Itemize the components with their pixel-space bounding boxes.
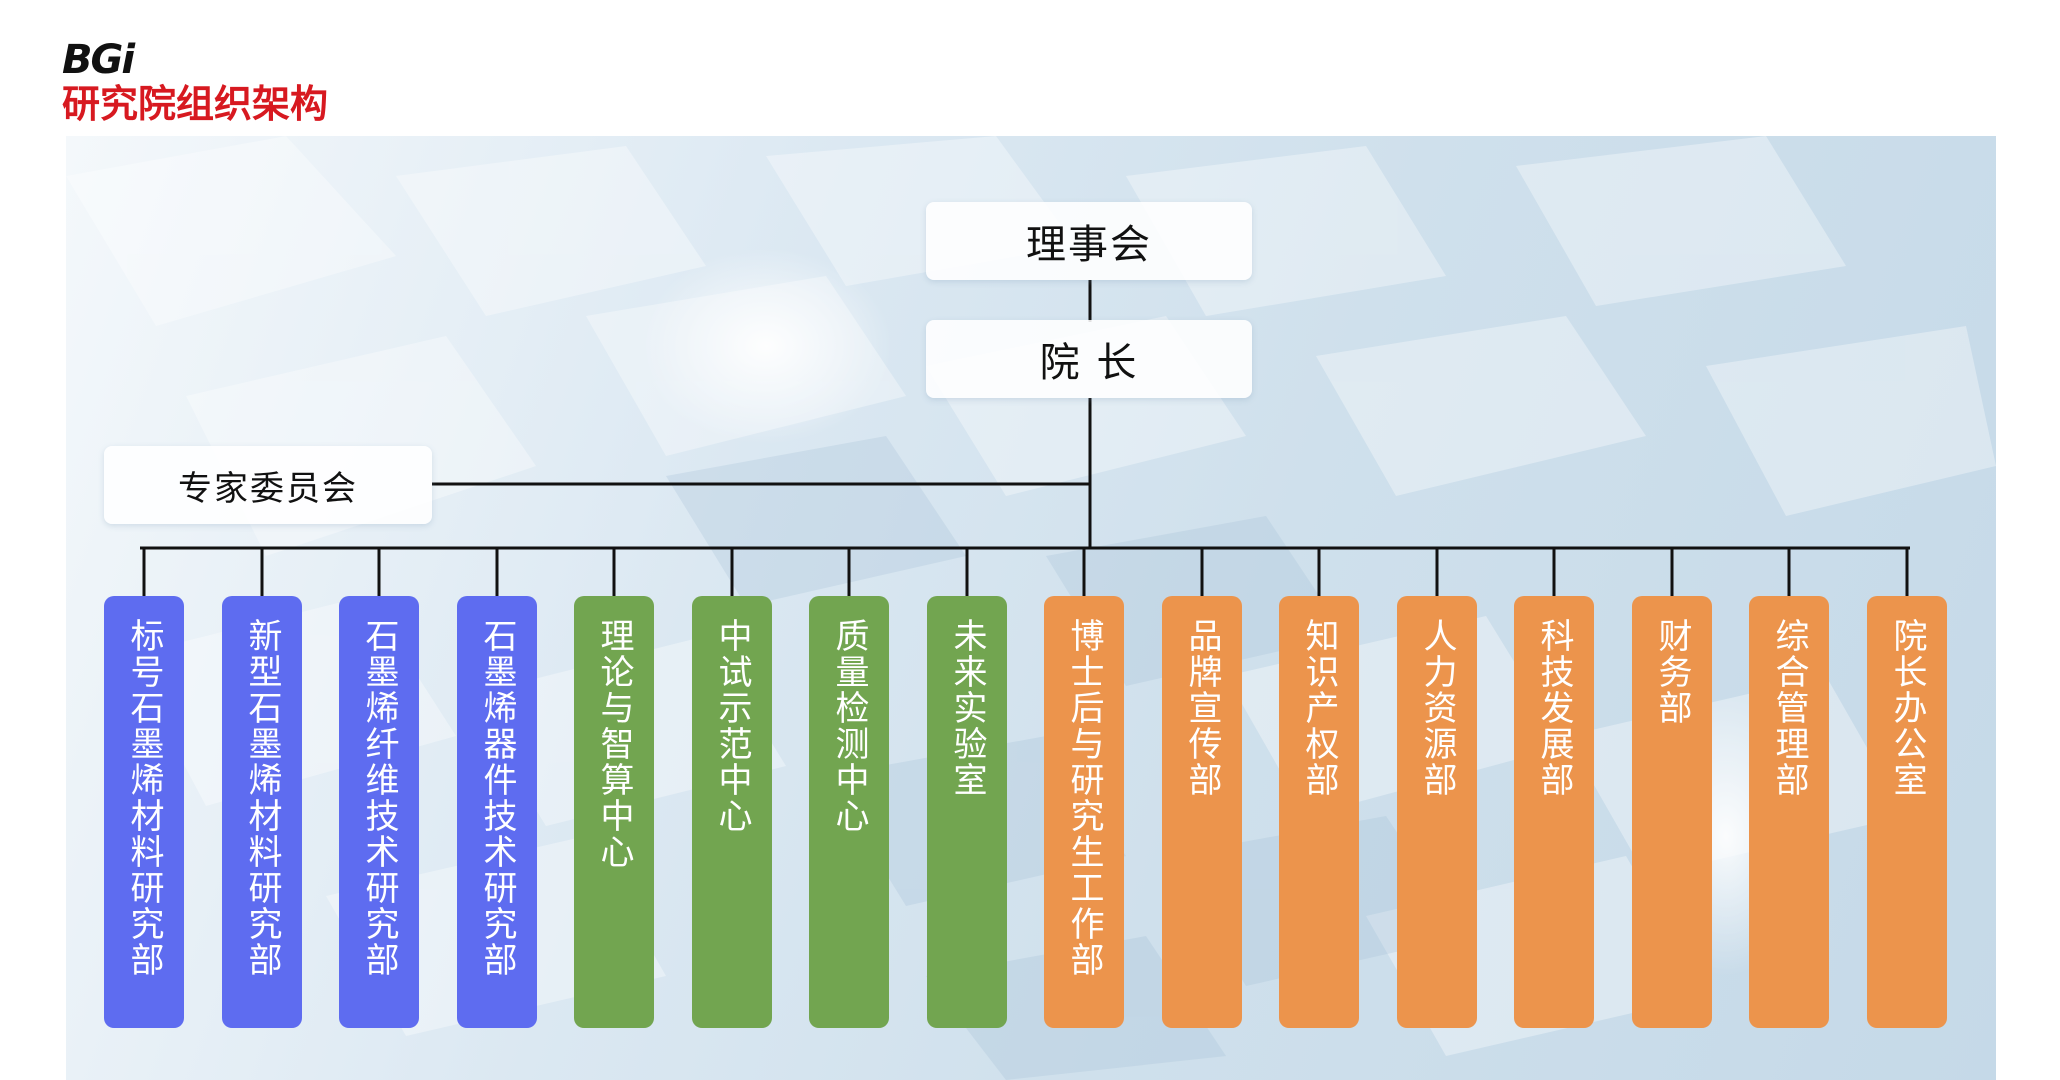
- department-box: 院长办公室: [1867, 596, 1947, 1028]
- department-box: 石墨烯纤维技术研究部: [339, 596, 419, 1028]
- president-label: 院 长: [1039, 340, 1139, 386]
- department-box: 未来实验室: [927, 596, 1007, 1028]
- expert-committee-label: 专家委员会: [178, 468, 358, 509]
- department-label: 中试示范中心: [712, 618, 752, 834]
- department-box: 博士后与研究生工作部: [1044, 596, 1124, 1028]
- expert-committee-box: 专家委员会: [104, 446, 432, 524]
- department-label: 石墨烯纤维技术研究部: [359, 618, 399, 978]
- department-box: 新型石墨烯材料研究部: [222, 596, 302, 1028]
- department-label: 质量检测中心: [829, 618, 869, 834]
- department-label: 未来实验室: [947, 618, 987, 798]
- department-box: 质量检测中心: [809, 596, 889, 1028]
- department-label: 科技发展部: [1534, 618, 1574, 798]
- department-box: 人力资源部: [1397, 596, 1477, 1028]
- department-label: 新型石墨烯材料研究部: [242, 618, 282, 978]
- org-chart-canvas: 理事会 院 长 专家委员会 标号石墨烯材料研究部 新型石墨烯材料研究部 石墨烯纤维技…: [66, 136, 1996, 1080]
- department-label: 财务部: [1652, 618, 1692, 726]
- department-box: 理论与智算中心: [574, 596, 654, 1028]
- page-title: 研究院组织架构: [62, 82, 329, 126]
- department-label: 人力资源部: [1417, 618, 1457, 798]
- department-label: 理论与智算中心: [594, 618, 634, 870]
- department-box: 财务部: [1632, 596, 1712, 1028]
- department-box: 标号石墨烯材料研究部: [104, 596, 184, 1028]
- department-box: 知识产权部: [1279, 596, 1359, 1028]
- connector-lines: [140, 280, 1910, 596]
- department-box: 品牌宣传部: [1162, 596, 1242, 1028]
- department-label: 品牌宣传部: [1182, 618, 1222, 798]
- president-box: 院 长: [926, 320, 1252, 398]
- department-box: 中试示范中心: [692, 596, 772, 1028]
- department-box: 石墨烯器件技术研究部: [457, 596, 537, 1028]
- department-box: 综合管理部: [1749, 596, 1829, 1028]
- logo-text: BGi: [62, 37, 135, 83]
- department-label: 知识产权部: [1299, 618, 1339, 798]
- department-label: 博士后与研究生工作部: [1064, 618, 1104, 978]
- department-label: 院长办公室: [1887, 618, 1927, 798]
- bgi-logo: BGi: [62, 37, 135, 83]
- department-box: 科技发展部: [1514, 596, 1594, 1028]
- department-label: 标号石墨烯材料研究部: [124, 618, 164, 978]
- board-box: 理事会: [926, 202, 1252, 280]
- department-label: 石墨烯器件技术研究部: [477, 618, 517, 978]
- department-label: 综合管理部: [1769, 618, 1809, 798]
- board-label: 理事会: [1026, 222, 1152, 268]
